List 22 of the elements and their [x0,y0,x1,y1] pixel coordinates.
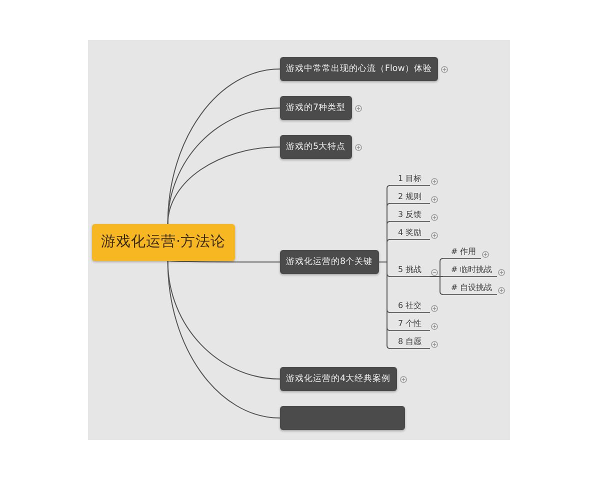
topic-box: 游戏化运营的4大经典案例 [280,367,397,391]
topic-box: 游戏的5大特点 [280,135,352,159]
topic-box [280,406,405,430]
connector-line [167,260,280,418]
central-topic-box: 游戏化运营·方法论 [92,224,235,261]
subtopic-label: # 作用 [443,245,482,259]
subtopic-label: 2 规则 [390,190,430,204]
subtopic-label: 7 个性 [390,317,430,331]
topic-box: 游戏的7种类型 [280,96,352,120]
subtopic-label: 5 挑战 [390,263,430,277]
subtopic-label: 4 奖励 [390,226,430,240]
subtopic-label: 1 目标 [390,172,430,186]
subtopic-label: 8 自愿 [390,335,430,349]
subtopic-label: # 临时挑战 [443,263,498,277]
subtopic-label: # 自设挑战 [443,281,498,295]
subtopic-label: 6 社交 [390,299,430,313]
topic-box: 游戏中常常出现的心流（Flow）体验 [280,57,438,81]
connector-line [167,260,280,262]
subtopic-label: 3 反馈 [390,208,430,222]
connector-line [167,146,280,224]
connector-line [378,262,390,349]
topic-box: 游戏化运营的8个关键 [280,250,379,274]
